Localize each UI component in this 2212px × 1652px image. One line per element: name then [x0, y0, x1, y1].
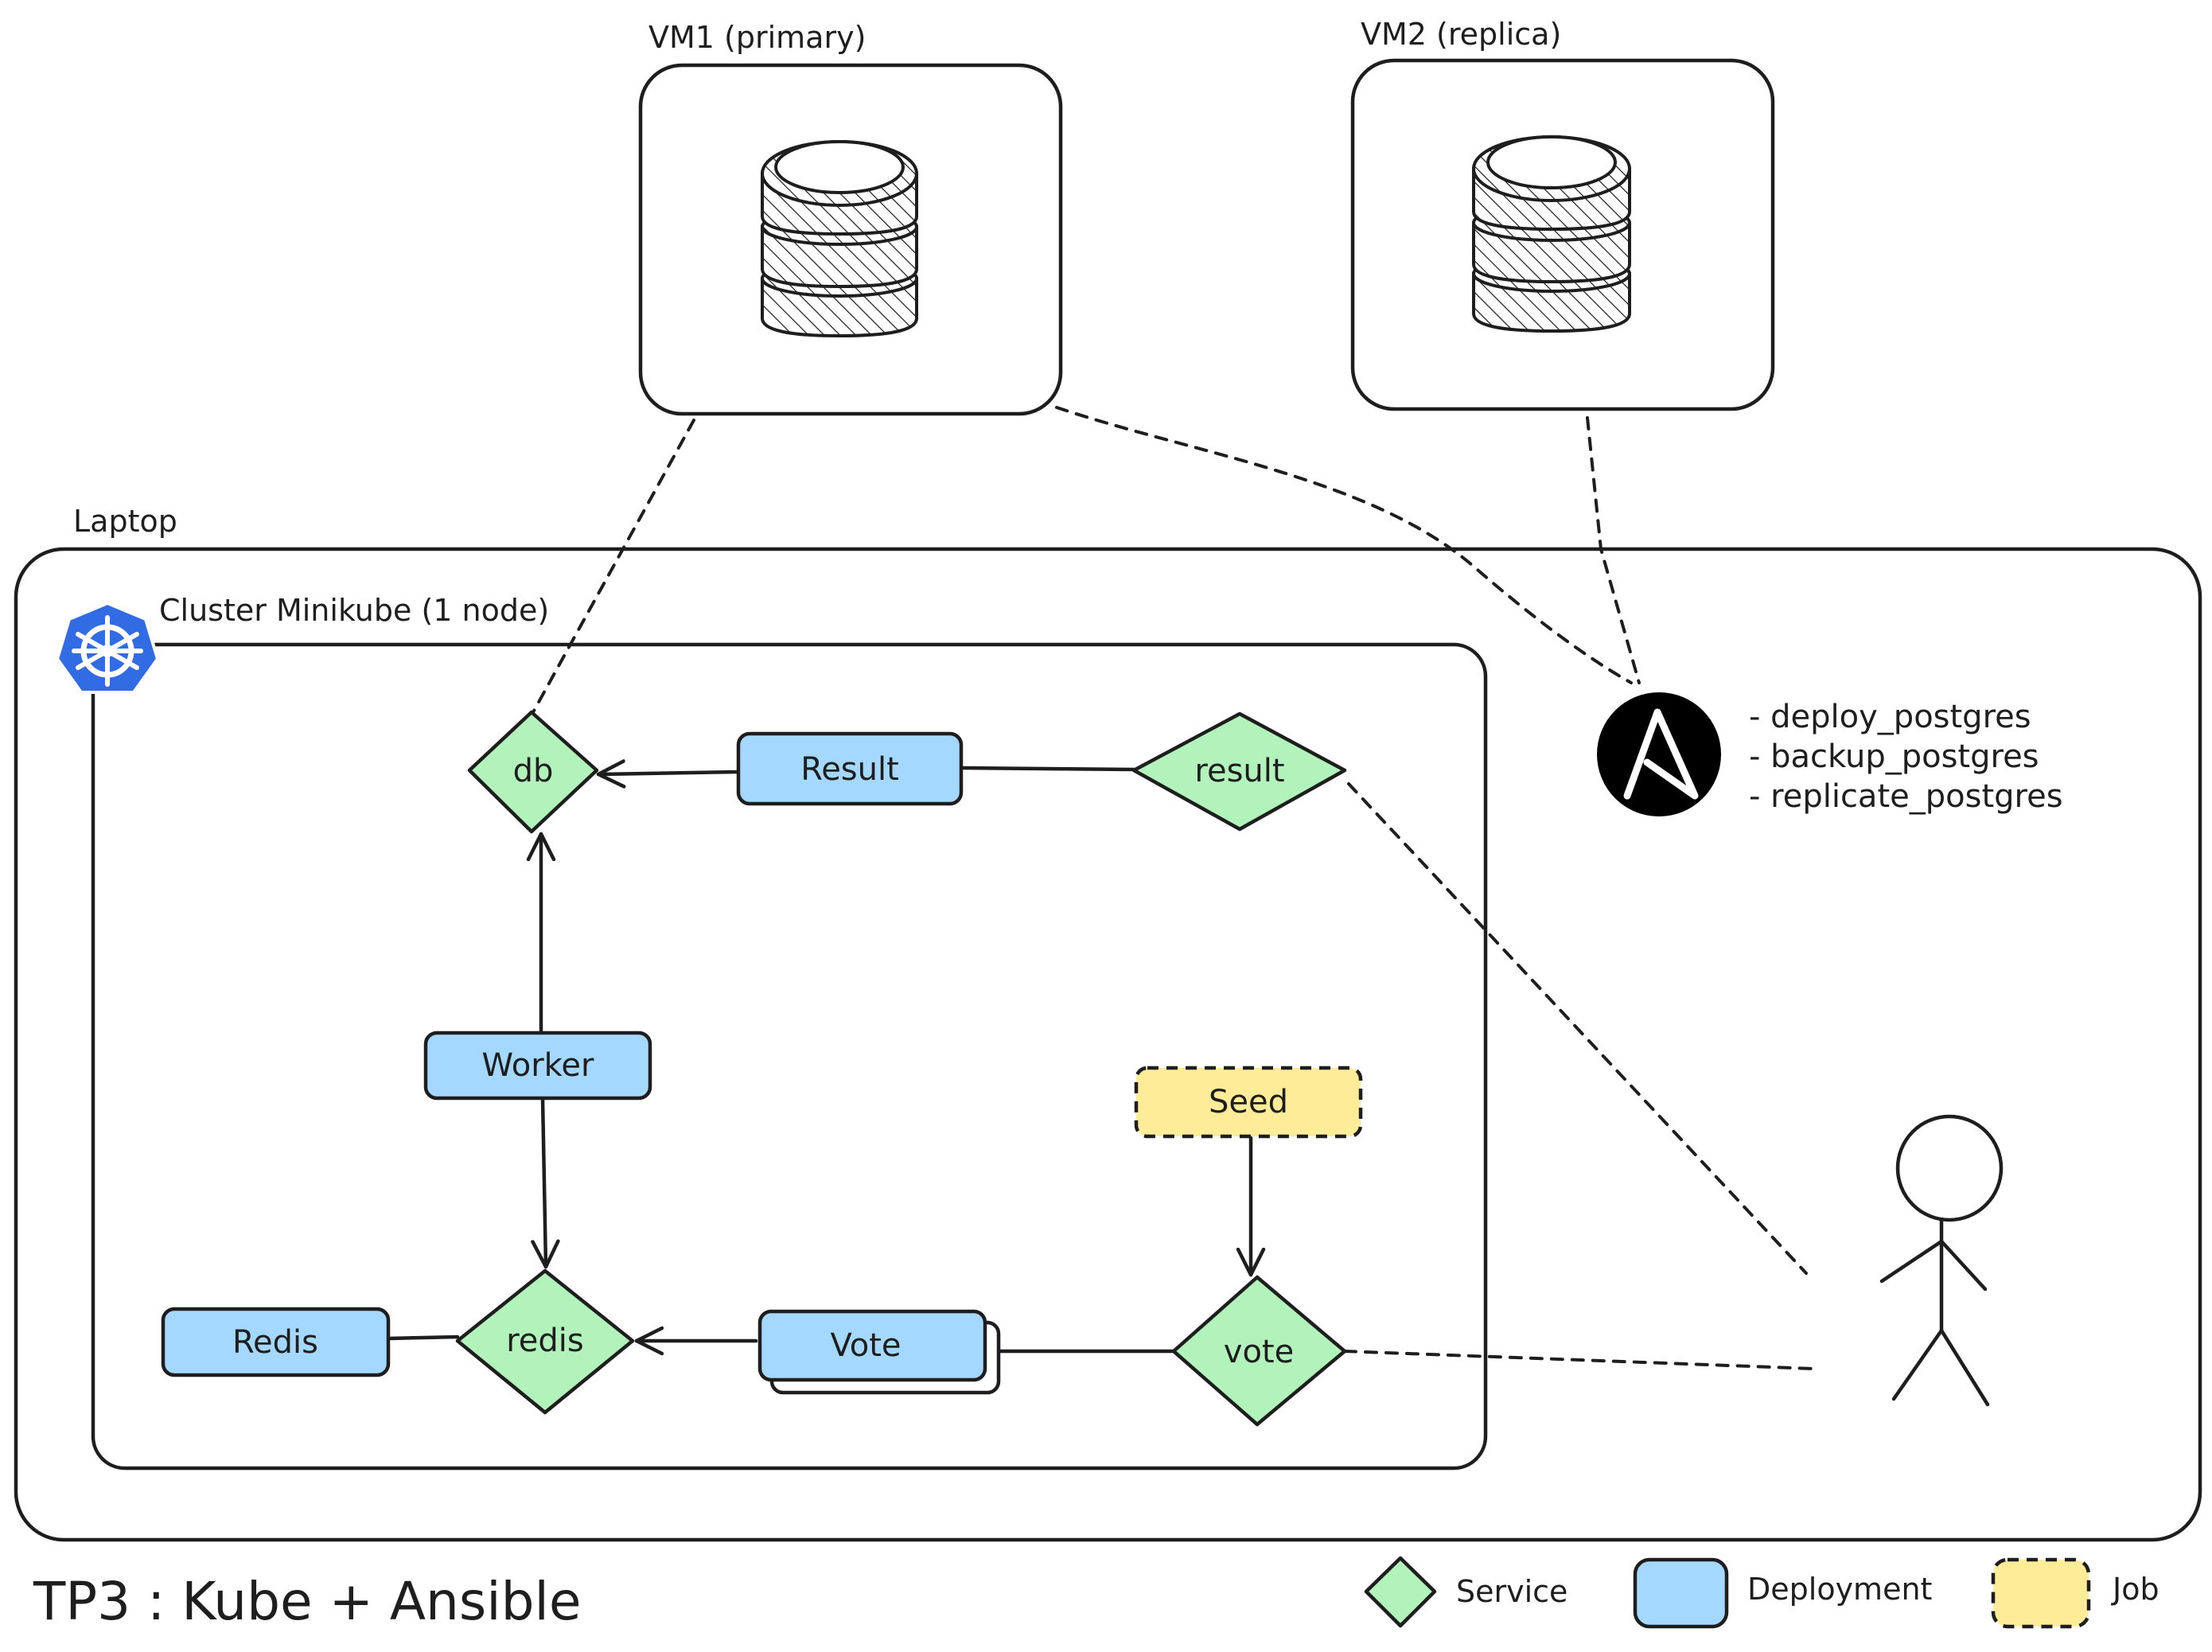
- worker-label: Worker: [482, 1047, 594, 1084]
- database-icon: [761, 140, 918, 338]
- vote-user-link: [1343, 1350, 1816, 1370]
- vm1-ansible-link: [1055, 406, 1633, 684]
- result-service-label: result: [1194, 753, 1284, 789]
- redis-deploy-to-service-line: [386, 1334, 460, 1341]
- arrows: [386, 766, 1251, 1351]
- legend-service-label: Service: [1456, 1574, 1567, 1609]
- vm2-ansible-link: [1586, 416, 1641, 684]
- ansible-icon: [1597, 692, 1721, 816]
- playbook-item: - deploy_postgres: [1749, 699, 2031, 735]
- vote-deployment-label: Vote: [830, 1327, 901, 1364]
- result-deployment-label: Result: [800, 751, 899, 788]
- database-icon: [1472, 135, 1631, 333]
- result-deploy-to-service-line: [959, 766, 1136, 772]
- playbook-item: - replicate_postgres: [1749, 778, 2063, 815]
- redis-service-label: redis: [506, 1323, 584, 1359]
- vote-service[interactable]: vote: [1171, 1275, 1347, 1427]
- legend-job: Job: [1991, 1557, 2159, 1629]
- playbook-item: - backup_postgres: [1749, 738, 2039, 775]
- vm1-label: VM1 (primary): [648, 20, 866, 55]
- laptop-label: Laptop: [73, 504, 177, 539]
- db-label: db: [513, 753, 554, 789]
- dashed-links: [532, 406, 1816, 1370]
- legend-deployment: Deployment: [1633, 1557, 1932, 1629]
- result-deployment[interactable]: Result: [736, 731, 964, 806]
- vm1-box: VM1 (primary): [638, 20, 1063, 416]
- vote-deployment[interactable]: Vote: [757, 1309, 1001, 1395]
- result-user-link: [1347, 782, 1808, 1275]
- result-to-db-arrow: [596, 772, 741, 774]
- vote-service-label: vote: [1224, 1334, 1294, 1370]
- user-icon: [1879, 1114, 2004, 1407]
- vm2-box: VM2 (replica): [1350, 17, 1775, 411]
- db-service[interactable]: db: [467, 710, 599, 834]
- seed-job[interactable]: Seed: [1134, 1066, 1363, 1139]
- legend-job-label: Job: [2111, 1572, 2159, 1607]
- vm1-db-link: [532, 419, 695, 714]
- legend-service: Service: [1364, 1556, 1567, 1628]
- legend-deployment-label: Deployment: [1747, 1572, 1932, 1607]
- laptop-box: Laptop: [14, 504, 2202, 1542]
- legend: Service Deployment Job: [1364, 1556, 2159, 1629]
- redis-deployment-label: Redis: [232, 1324, 318, 1361]
- worker-to-redis-arrow: [543, 1096, 546, 1269]
- seed-label: Seed: [1209, 1084, 1288, 1120]
- redis-service[interactable]: redis: [455, 1268, 635, 1415]
- ansible-playbook-list: - deploy_postgres - backup_postgres - re…: [1749, 699, 2063, 815]
- page-title: TP3 : Kube + Ansible: [33, 1571, 581, 1632]
- result-service[interactable]: result: [1131, 711, 1347, 832]
- kubernetes-icon: [55, 601, 160, 694]
- cluster-label: Cluster Minikube (1 node): [159, 593, 549, 628]
- vm2-label: VM2 (replica): [1361, 17, 1561, 52]
- worker-deployment[interactable]: Worker: [423, 1031, 652, 1101]
- redis-deployment[interactable]: Redis: [161, 1307, 391, 1377]
- cluster-box: Cluster Minikube (1 node): [55, 593, 1488, 1471]
